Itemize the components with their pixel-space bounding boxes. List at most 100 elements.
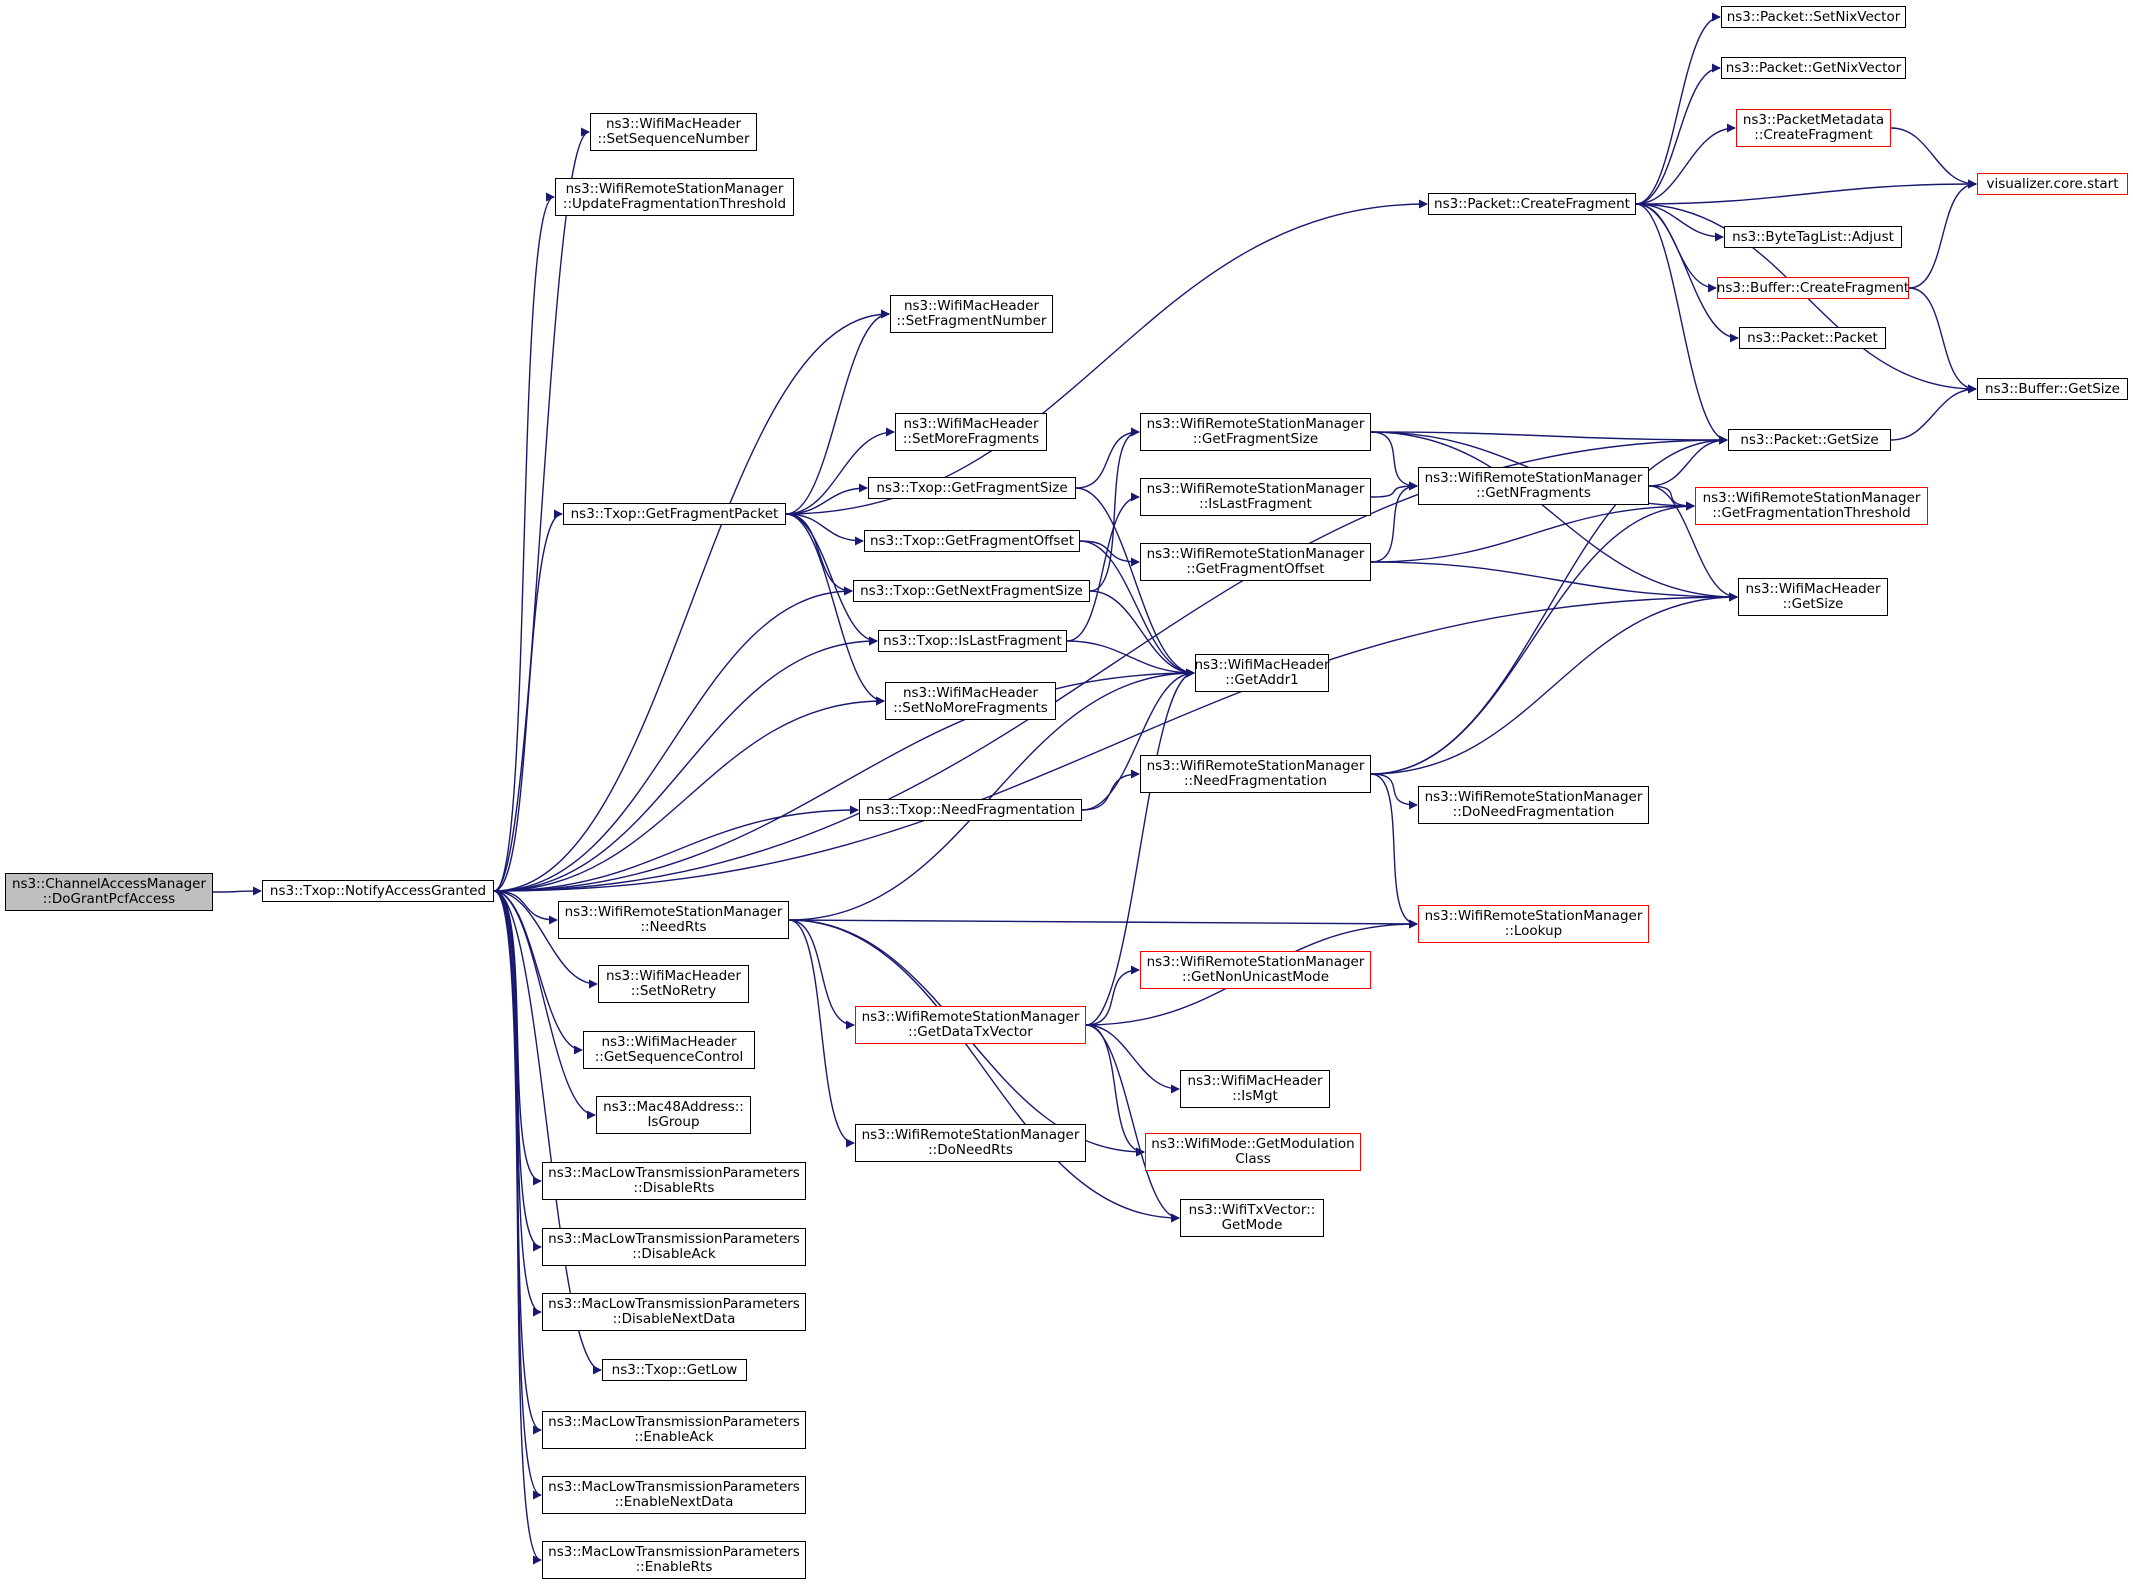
node-getNix[interactable]: ns3::Packet::GetNixVector	[1721, 57, 1906, 79]
node-pmCreateFrag[interactable]: ns3::PacketMetadata::CreateFragment	[1736, 109, 1891, 147]
node-vizStart[interactable]: visualizer.core.start	[1977, 173, 2128, 195]
edge-needRts-to-txvGetMode	[788, 919, 1180, 1223]
node-label-line: ns3::WifiMacHeader	[1194, 657, 1330, 673]
node-label-line: ns3::WifiMacHeader	[903, 298, 1040, 314]
node-doNeedRts[interactable]: ns3::WifiRemoteStationManager::DoNeedRts	[855, 1124, 1086, 1162]
node-label-line: ::SetFragmentNumber	[896, 313, 1047, 329]
node-getFragThr[interactable]: ns3::WifiRemoteStationManager::GetFragme…	[1695, 487, 1928, 525]
edge-wrsmNeedFrag-to-lookup	[1370, 773, 1418, 929]
node-lookup[interactable]: ns3::WifiRemoteStationManager::Lookup	[1418, 905, 1649, 943]
edge-pktGetSize-to-bufGetSize	[1890, 384, 1977, 441]
node-enAck[interactable]: ns3::MacLowTransmissionParameters::Enabl…	[542, 1411, 806, 1449]
node-nonUnicast[interactable]: ns3::WifiRemoteStationManager::GetNonUni…	[1140, 951, 1371, 989]
node-wmhGetSize[interactable]: ns3::WifiMacHeader::GetSize	[1738, 578, 1888, 616]
node-label-line: ns3::WifiRemoteStationManager	[1424, 789, 1643, 805]
node-label-line: ns3::Packet::GetNixVector	[1725, 59, 1902, 76]
node-label-line: ::DoNeedFragmentation	[1452, 804, 1615, 820]
node-updFrag[interactable]: ns3::WifiRemoteStationManager::UpdateFra…	[555, 178, 794, 216]
node-label-line: ::DisableNextData	[612, 1311, 736, 1327]
edge-txIsLastFrag-to-wrsmIsLastFrag	[1066, 492, 1140, 642]
edge-wrsmNeedFrag-to-wmhGetSize	[1370, 592, 1738, 775]
edge-wrsmGetFragOff-to-getFragThr	[1370, 501, 1695, 563]
node-setNoRetry[interactable]: ns3::WifiMacHeader::SetNoRetry	[598, 965, 749, 1003]
node-label-line: ns3::MacLowTransmissionParameters	[548, 1414, 800, 1430]
edge-notify-to-getLow	[493, 890, 602, 1375]
node-label-line: ::GetFragmentationThreshold	[1712, 505, 1911, 521]
node-label-line: ns3::MacLowTransmissionParameters	[548, 1544, 800, 1560]
node-enNext[interactable]: ns3::MacLowTransmissionParameters::Enabl…	[542, 1476, 806, 1514]
edge-needRts-to-getDataTx	[788, 919, 855, 1030]
edge-wrsmNeedFrag-to-getFragThr	[1370, 501, 1695, 775]
node-disNext[interactable]: ns3::MacLowTransmissionParameters::Disab…	[542, 1293, 806, 1331]
node-getLow[interactable]: ns3::Txop::GetLow	[602, 1359, 747, 1381]
node-label-line: ns3::WifiRemoteStationManager	[1146, 546, 1365, 562]
node-txGetFragSize[interactable]: ns3::Txop::GetFragmentSize	[868, 477, 1076, 499]
edge-notify-to-disNext	[493, 890, 542, 1317]
edge-txIsLastFrag-to-getAddr1	[1066, 640, 1195, 678]
node-label-line: ns3::Buffer::GetSize	[1985, 380, 2120, 397]
node-txGetFragOff[interactable]: ns3::Txop::GetFragmentOffset	[864, 530, 1080, 552]
node-txvGetMode[interactable]: ns3::WifiTxVector::GetMode	[1180, 1199, 1324, 1237]
node-label-line: ns3::Packet::SetNixVector	[1726, 8, 1901, 25]
node-label-line: ns3::WifiMode::GetModulation	[1151, 1136, 1355, 1152]
edge-txGetFragOff-to-getAddr1	[1079, 540, 1195, 678]
node-isMgt[interactable]: ns3::WifiMacHeader::IsMgt	[1180, 1070, 1330, 1108]
edge-getFragPkt-to-setMoreFrag	[785, 427, 895, 515]
edge-txNeedFrag-to-getAddr1	[1081, 668, 1195, 811]
node-setSeqNum[interactable]: ns3::WifiMacHeader::SetSequenceNumber	[590, 113, 757, 151]
edge-notify-to-isGroup	[493, 890, 596, 1120]
node-txIsLastFrag[interactable]: ns3::Txop::IsLastFragment	[878, 630, 1067, 652]
node-getSeqCtl[interactable]: ns3::WifiMacHeader::GetSequenceControl	[583, 1031, 755, 1069]
edge-notify-to-enRts	[493, 890, 542, 1565]
node-btlAdjust[interactable]: ns3::ByteTagList::Adjust	[1724, 226, 1902, 248]
node-bufGetSize[interactable]: ns3::Buffer::GetSize	[1977, 378, 2128, 400]
edge-notify-to-setNoRetry	[493, 890, 598, 989]
node-label-line: ::IsLastFragment	[1199, 496, 1312, 512]
edge-getFragPkt-to-txGetFragSize	[785, 483, 868, 515]
node-enRts[interactable]: ns3::MacLowTransmissionParameters::Enabl…	[542, 1541, 806, 1579]
edge-needRts-to-doNeedRts	[788, 919, 855, 1148]
node-wrsmIsLastFrag[interactable]: ns3::WifiRemoteStationManager::IsLastFra…	[1140, 478, 1371, 516]
node-setNoMore[interactable]: ns3::WifiMacHeader::SetNoMoreFragments	[885, 682, 1056, 720]
node-wrsmGetFragSize[interactable]: ns3::WifiRemoteStationManager::GetFragme…	[1140, 413, 1371, 451]
node-disRts[interactable]: ns3::MacLowTransmissionParameters::Disab…	[542, 1162, 806, 1200]
edge-wrsmGetFragSize-to-pktGetSize	[1370, 431, 1728, 445]
node-setNix[interactable]: ns3::Packet::SetNixVector	[1721, 6, 1906, 28]
node-bufCreateFrag[interactable]: ns3::Buffer::CreateFragment	[1717, 277, 1909, 299]
node-pktPacket[interactable]: ns3::Packet::Packet	[1739, 327, 1886, 349]
edge-wrsmGetFragOff-to-getNFrag	[1370, 481, 1418, 563]
node-pktCreateFrag[interactable]: ns3::Packet::CreateFragment	[1428, 193, 1636, 215]
node-pktGetSize[interactable]: ns3::Packet::GetSize	[1728, 429, 1891, 451]
node-label-line: ns3::WifiRemoteStationManager	[1146, 481, 1365, 497]
edge-pktCreateFrag-to-getNix	[1635, 63, 1721, 205]
node-label-line: ns3::WifiTxVector::	[1188, 1202, 1316, 1218]
node-label-line: ns3::MacLowTransmissionParameters	[548, 1479, 800, 1495]
node-getFragPkt[interactable]: ns3::Txop::GetFragmentPacket	[563, 503, 786, 525]
node-wrsmNeedFrag[interactable]: ns3::WifiRemoteStationManager::NeedFragm…	[1140, 755, 1371, 793]
node-notify[interactable]: ns3::Txop::NotifyAccessGranted	[262, 880, 494, 902]
node-txNeedFrag[interactable]: ns3::Txop::NeedFragmentation	[859, 799, 1082, 821]
node-getDataTx[interactable]: ns3::WifiRemoteStationManager::GetDataTx…	[855, 1006, 1086, 1044]
node-needRts[interactable]: ns3::WifiRemoteStationManager::NeedRts	[558, 901, 789, 939]
node-label-line: ::SetMoreFragments	[902, 431, 1040, 447]
node-isGroup[interactable]: ns3::Mac48Address::IsGroup	[596, 1096, 751, 1134]
node-txGetNextFragSize[interactable]: ns3::Txop::GetNextFragmentSize	[853, 580, 1090, 602]
node-wrsmGetFragOff[interactable]: ns3::WifiRemoteStationManager::GetFragme…	[1140, 543, 1371, 581]
node-getNFrag[interactable]: ns3::WifiRemoteStationManager::GetNFragm…	[1418, 467, 1649, 505]
node-doNeedFrag[interactable]: ns3::WifiRemoteStationManager::DoNeedFra…	[1418, 786, 1649, 824]
edge-notify-to-txIsLastFrag	[493, 636, 878, 892]
edge-notify-to-getFragPkt	[493, 509, 563, 892]
node-label-line: ns3::WifiRemoteStationManager	[564, 904, 783, 920]
node-disAck[interactable]: ns3::MacLowTransmissionParameters::Disab…	[542, 1228, 806, 1266]
edge-pmCreateFrag-to-vizStart	[1890, 127, 1977, 189]
node-setMoreFrag[interactable]: ns3::WifiMacHeader::SetMoreFragments	[895, 413, 1047, 451]
node-getAddr1[interactable]: ns3::WifiMacHeader::GetAddr1	[1194, 654, 1330, 692]
edge-pktCreateFrag-to-pmCreateFrag	[1635, 123, 1736, 205]
node-setFragNum[interactable]: ns3::WifiMacHeader::SetFragmentNumber	[890, 295, 1053, 333]
node-label-line: ::GetDataTxVector	[908, 1024, 1033, 1040]
node-label-line: ::GetSequenceControl	[594, 1049, 744, 1065]
node-label-line: ns3::ByteTagList::Adjust	[1732, 228, 1894, 245]
